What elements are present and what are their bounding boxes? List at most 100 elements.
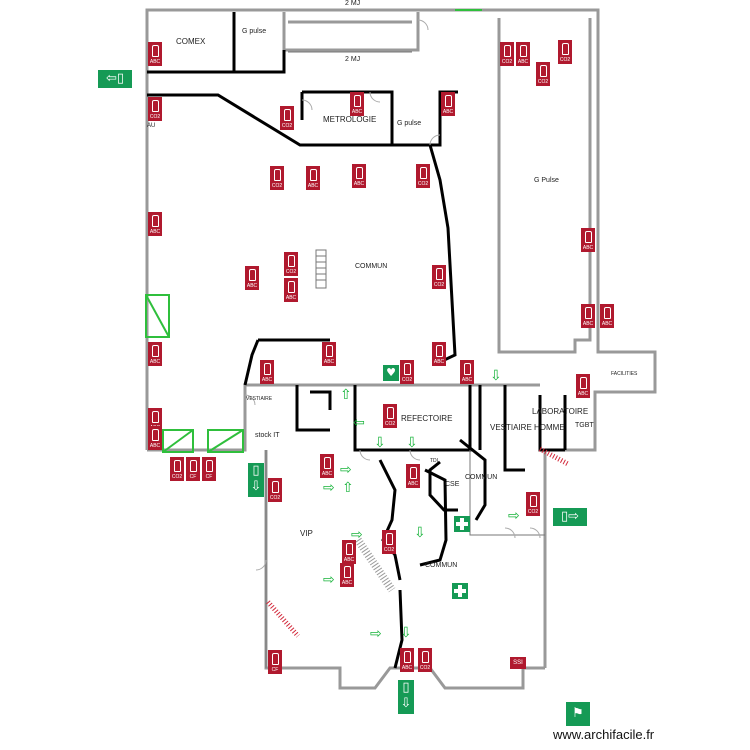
fire-extinguisher-icon — [186, 457, 200, 473]
evacuation-arrow-icon: ⇩ — [406, 435, 418, 451]
stairs — [315, 249, 396, 593]
fire-extinguisher-icon — [500, 42, 514, 58]
extinguisher-co2: CO2 — [558, 40, 572, 64]
room-label-g-pulse-right: G Pulse — [534, 177, 559, 184]
fire-extinguisher-icon — [460, 360, 474, 376]
fire-extinguisher-icon — [268, 650, 282, 666]
extinguisher-abc: ABC — [600, 304, 614, 328]
extinguisher-co2: CO2 — [284, 252, 298, 276]
extinguisher-abc: ABC — [350, 92, 364, 116]
extinguisher-co2: CO2 — [268, 478, 282, 502]
room-label-tgbt: TGBT — [575, 422, 594, 429]
room-label-facilities: FACILITIES — [611, 371, 638, 377]
ssi-badge: SSI — [510, 657, 526, 669]
room-label-stock-it: stock IT — [255, 432, 280, 439]
extinguisher-abc: ABC — [352, 164, 366, 188]
fire-extinguisher-icon — [581, 228, 595, 244]
extinguisher-abc: ABC — [148, 342, 162, 366]
extinguisher-abc: ABC — [340, 563, 354, 587]
outer-walls — [145, 8, 657, 690]
first-aid-cross-icon — [454, 516, 470, 532]
emergency-exit-icon: ▯⇩ — [398, 680, 414, 714]
extinguisher-abc: ABC — [148, 42, 162, 66]
fire-extinguisher-icon — [441, 92, 455, 108]
fire-extinguisher-icon — [148, 212, 162, 228]
room-label-g-pulse-mid: G pulse — [397, 120, 421, 127]
fire-extinguisher-icon — [526, 492, 540, 508]
fire-extinguisher-icon — [284, 252, 298, 268]
extinguisher-co2: CO2 — [526, 492, 540, 516]
fire-extinguisher-icon — [245, 266, 259, 282]
room-labels: COMEX G pulse 2 MJ 2 MJ METROLOGIE G pul… — [147, 0, 638, 569]
emergency-exit-icon: ▯⇩ — [248, 463, 264, 497]
room-label-cse: CSE — [445, 481, 460, 488]
doors — [244, 19, 541, 571]
extinguisher-abc: ABC — [284, 278, 298, 302]
evacuation-arrow-icon: ⇨ — [508, 508, 520, 524]
extinguisher-co2: CO2 — [416, 164, 430, 188]
extinguisher-cf: CF — [186, 457, 200, 481]
room-label-metrologie: METROLOGIE — [323, 115, 376, 124]
fire-extinguisher-icon — [416, 164, 430, 180]
first-aid-cross-icon — [452, 583, 468, 599]
extinguisher-cf: CF — [268, 650, 282, 674]
evacuation-arrow-icon: ⇨ — [323, 480, 335, 496]
extinguisher-co2: CO2 — [536, 62, 550, 86]
extinguisher-co2: CO2 — [500, 42, 514, 66]
fire-extinguisher-icon — [400, 360, 414, 376]
room-label-2mj-mid: 2 MJ — [345, 56, 360, 63]
extinguisher-abc: ABC — [581, 304, 595, 328]
fire-extinguisher-icon — [148, 97, 162, 113]
fire-extinguisher-icon — [432, 265, 446, 281]
extinguisher-abc: ABC — [406, 464, 420, 488]
fire-extinguisher-icon — [350, 92, 364, 108]
room-partitions — [265, 51, 545, 668]
extinguisher-abc: ABC — [320, 454, 334, 478]
extinguisher-abc: ABC — [576, 374, 590, 398]
fire-extinguisher-icon — [516, 42, 530, 58]
fire-extinguisher-icon — [170, 457, 184, 473]
room-label-vestiaire: VESTIAIRE — [246, 396, 273, 402]
fire-extinguisher-icon — [260, 360, 274, 376]
fire-extinguisher-icon — [558, 40, 572, 56]
fire-extinguisher-icon — [400, 648, 414, 664]
extinguisher-abc: ABC — [306, 166, 320, 190]
evacuation-arrow-icon: ⇧ — [342, 480, 354, 496]
extinguisher-co2: CO2 — [432, 265, 446, 289]
fire-extinguisher-icon — [432, 342, 446, 358]
fire-extinguisher-icon — [383, 404, 397, 420]
room-label-refectoire: REFECTOIRE — [401, 414, 452, 423]
fire-extinguisher-icon — [280, 106, 294, 122]
fire-extinguisher-icon — [340, 563, 354, 579]
extinguisher-abc: ABC — [516, 42, 530, 66]
extinguisher-co2: CO2 — [148, 97, 162, 121]
extinguisher-co2: CO2 — [400, 360, 414, 384]
emergency-exit-icon: ⇦▯ — [98, 70, 132, 88]
fire-extinguisher-icon — [148, 342, 162, 358]
evacuation-arrow-icon: ⇨ — [340, 462, 352, 478]
fire-extinguisher-icon — [418, 648, 432, 664]
defibrillator-icon: ♥ — [383, 365, 399, 381]
room-label-comex: COMEX — [176, 37, 206, 46]
evacuation-arrow-icon: ⇨ — [323, 572, 335, 588]
extinguisher-co2: CO2 — [418, 648, 432, 672]
fire-extinguisher-icon — [148, 42, 162, 58]
fire-extinguisher-icon — [342, 540, 356, 556]
room-label-au: AU — [147, 123, 155, 129]
fire-extinguisher-icon — [284, 278, 298, 294]
evacuation-arrow-icon: ⇩ — [374, 435, 386, 451]
watermark: www.archifacile.fr — [553, 727, 655, 742]
extinguisher-abc: ABC — [400, 648, 414, 672]
fire-extinguisher-icon — [268, 478, 282, 494]
fire-extinguisher-icon — [322, 342, 336, 358]
fire-extinguisher-icon — [202, 457, 216, 473]
extinguisher-abc: ABC — [342, 540, 356, 564]
extinguisher-abc: ABC — [245, 266, 259, 290]
extinguisher-co2: CO2 — [170, 457, 184, 481]
assembly-point-icon: ⚑ — [566, 702, 590, 726]
evacuation-arrow-icon: ⇨ — [370, 626, 382, 642]
fire-extinguisher-icon — [320, 454, 334, 470]
room-label-g-pulse-top: G pulse — [242, 28, 266, 35]
extinguisher-co2: CO2 — [383, 404, 397, 428]
